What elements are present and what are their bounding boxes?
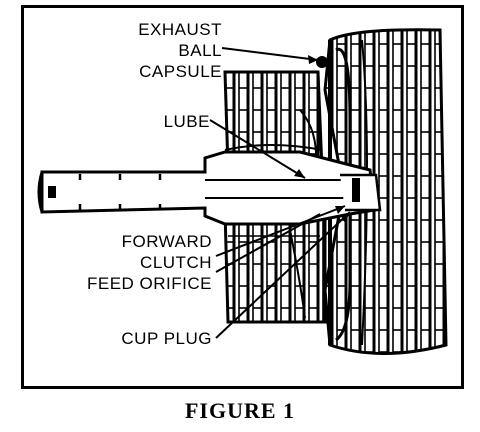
leader-arrowheads [294, 55, 350, 223]
leader-lines [209, 47, 351, 339]
figure-frame [21, 5, 464, 389]
cup-plug-leader-line [215, 211, 351, 339]
exhaust-leader-line [221, 47, 319, 61]
shaft-splines [78, 174, 162, 210]
exhaust-label-line-2: BALL [178, 41, 222, 60]
forward-clutch-label-line-1: FORWARD [121, 232, 212, 251]
lube-label: LUBE [163, 112, 210, 131]
figure-caption: FIGURE 1 [184, 398, 296, 423]
cup-plug-label: CUP PLUG [121, 329, 212, 348]
forward-clutch-leader-line-2 [215, 213, 321, 273]
cup-plug-part [352, 178, 360, 202]
upper-inner-drum [223, 70, 324, 172]
lube-leader-line [209, 119, 306, 179]
forward-clutch-label-line-3: FEED ORIFICE [86, 274, 212, 293]
forward-clutch-label-line-2: CLUTCH [140, 253, 212, 272]
forward-clutch-leader-line-1 [215, 205, 346, 257]
exhaust-ball-capsule-part [316, 56, 328, 68]
exhaust-label-line-1: EXHAUST [138, 20, 222, 39]
lower-inner-drum [223, 208, 327, 324]
exhaust-label-line-3: CAPSULE [139, 62, 222, 81]
